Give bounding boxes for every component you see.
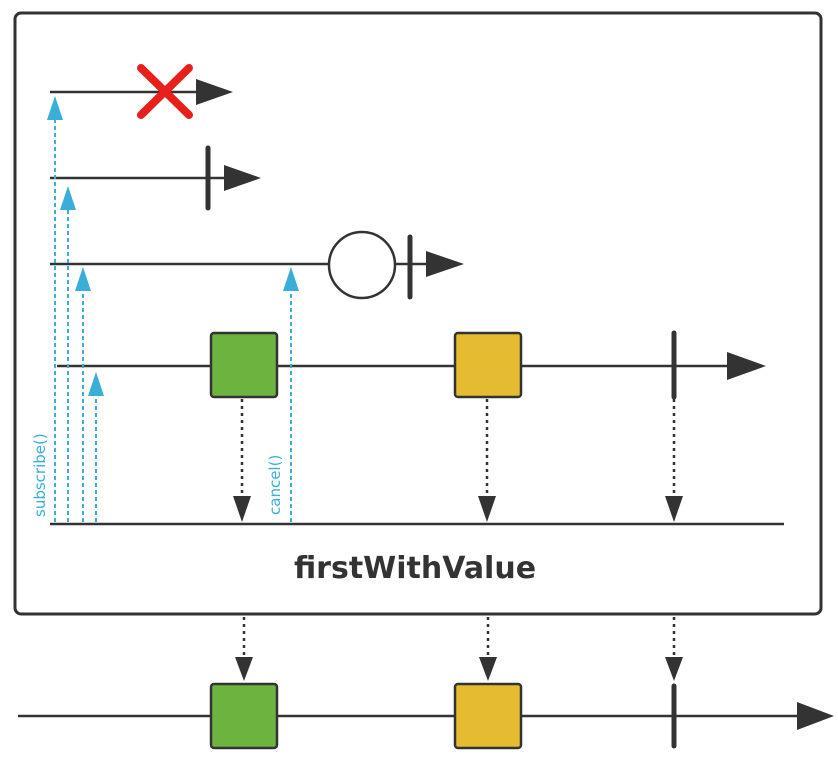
error-icon xyxy=(137,64,193,119)
source-4-item-yellow xyxy=(453,331,523,399)
source-2-arrowhead xyxy=(224,165,261,191)
cancel-arrow xyxy=(283,267,299,291)
output-arrowhead xyxy=(797,702,834,730)
operator-box xyxy=(13,11,823,616)
subscribe-arrow-3 xyxy=(75,267,91,291)
subscribe-arrow-2 xyxy=(60,186,76,210)
source-1-arrowhead xyxy=(196,79,233,105)
subscribe-signals xyxy=(47,96,104,522)
source-2-timeline xyxy=(50,145,261,211)
subscribe-label: subscribe() xyxy=(31,433,49,517)
source-4-item-green xyxy=(209,331,279,399)
subscribe-arrow-1 xyxy=(47,96,63,120)
source-3-item-circle xyxy=(327,230,397,300)
source-1-timeline xyxy=(50,64,233,119)
source-3-arrowhead xyxy=(426,251,464,277)
output-emissions xyxy=(235,617,683,681)
source-4-arrowhead xyxy=(727,352,766,380)
cancel-signal xyxy=(283,267,299,522)
subscribe-arrow-4 xyxy=(88,372,104,396)
output-arrow-green xyxy=(235,657,253,681)
operator-name: firstWithValue xyxy=(294,551,536,586)
source-4-timeline xyxy=(57,330,766,400)
output-timeline xyxy=(18,682,834,750)
emission-arrow-complete xyxy=(665,496,683,522)
output-arrow-complete xyxy=(665,657,683,681)
output-arrow-yellow xyxy=(479,657,497,681)
emission-arrow-green xyxy=(233,496,251,522)
output-item-yellow xyxy=(453,682,523,750)
source-3-timeline xyxy=(50,230,464,300)
output-item-green xyxy=(209,682,279,750)
emission-arrow-yellow xyxy=(478,496,496,522)
source-4-emissions xyxy=(233,399,683,522)
cancel-label: cancel() xyxy=(266,455,284,515)
